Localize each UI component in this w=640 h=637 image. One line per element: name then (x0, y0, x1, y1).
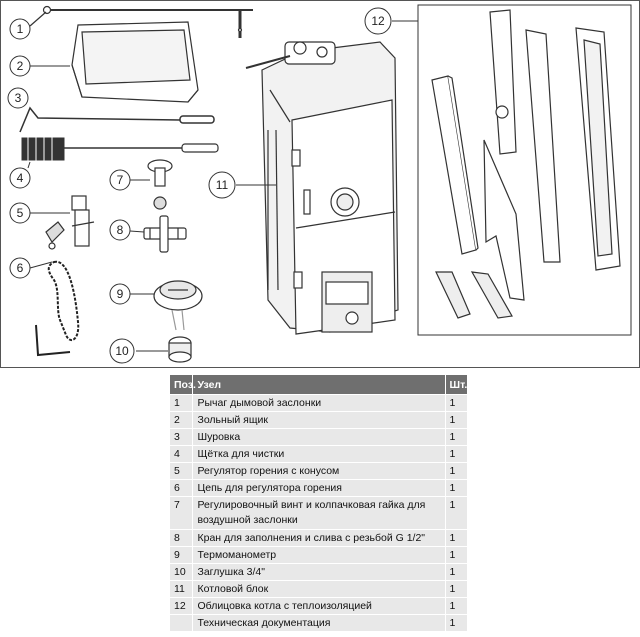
svg-text:3: 3 (15, 91, 22, 105)
cell-qty: 1 (444, 563, 469, 581)
cell-name: Цепь для регулятора горения (192, 479, 446, 497)
boiler-block-drawing (245, 41, 399, 335)
thermomanometer-drawing (153, 280, 203, 331)
callout-3: 3 (7, 87, 29, 109)
cell-name: Рычаг дымовой заслонки (192, 394, 446, 412)
header-pos: Поз. (168, 374, 196, 395)
callout-7: 7 (109, 169, 150, 191)
cleaning-brush-drawing (21, 136, 219, 162)
header-qty: Шт. (444, 374, 469, 395)
cell-name: Щётка для чистки (192, 445, 446, 463)
svg-text:1: 1 (17, 22, 24, 36)
cell-name: Котловой блок (192, 580, 446, 598)
cell-name: Зольный ящик (192, 411, 446, 429)
header-name: Узел (192, 374, 446, 395)
svg-text:6: 6 (17, 261, 24, 275)
callout-8: 8 (109, 219, 145, 241)
cell-name: Термоманометр (192, 546, 446, 564)
damper-lever-drawing (29, 5, 253, 38)
plug-drawing (168, 336, 192, 363)
svg-text:2: 2 (17, 59, 24, 73)
callout-9: 9 (109, 283, 154, 305)
svg-text:9: 9 (117, 287, 124, 301)
cell-pos: 12 (168, 597, 194, 615)
callout-2: 2 (9, 55, 70, 77)
callout-12: 12 (364, 7, 418, 35)
callout-6: 6 (9, 257, 53, 279)
cell-name: Облицовка котла с теплоизоляцией (192, 597, 446, 615)
cell-qty: 1 (444, 597, 469, 615)
cell-pos: 4 (168, 445, 194, 463)
cell-pos: 10 (168, 563, 194, 581)
cell-name: Техническая документация (192, 614, 446, 632)
regulator-chain-drawing (35, 260, 80, 357)
cell-qty: 1 (444, 580, 469, 598)
cell-qty: 1 (444, 614, 469, 632)
combustion-regulator-drawing (45, 195, 95, 250)
cell-name: Заглушка 3/4" (192, 563, 446, 581)
cell-qty: 1 (444, 411, 469, 429)
casing-panels-drawing (431, 9, 621, 319)
cell-pos: 5 (168, 462, 194, 480)
cell-name: Регулировочный винт и колпачковая гайка … (192, 496, 446, 530)
cell-qty: 1 (444, 529, 469, 547)
callout-11: 11 (208, 171, 276, 199)
poker-drawing (19, 106, 215, 133)
callout-4: 4 (9, 161, 31, 189)
callout-10: 10 (109, 338, 168, 364)
cell-pos: 9 (168, 546, 194, 564)
cell-qty: 1 (444, 428, 469, 446)
cell-qty: 1 (444, 479, 469, 497)
cell-pos: 8 (168, 529, 194, 547)
callout-5: 5 (9, 202, 70, 224)
cell-name: Шуровка (192, 428, 446, 446)
svg-text:8: 8 (117, 223, 124, 237)
svg-text:10: 10 (115, 344, 129, 358)
parts-diagram: 1 2 3 4 (0, 0, 640, 368)
svg-text:12: 12 (371, 14, 385, 28)
cell-qty: 1 (444, 462, 469, 480)
cell-pos: 1 (168, 394, 194, 412)
cell-pos: 7 (168, 496, 194, 530)
cell-qty: 1 (444, 394, 469, 412)
callout-1: 1 (9, 18, 31, 40)
cell-pos: 11 (168, 580, 194, 598)
adjusting-screw-drawing (147, 159, 173, 210)
cell-pos: 6 (168, 479, 194, 497)
cell-qty: 1 (444, 445, 469, 463)
cell-qty: 1 (444, 496, 469, 530)
cell-pos: 2 (168, 411, 194, 429)
table-header-row: Поз. Узел Шт. (168, 374, 469, 395)
cell-qty: 1 (444, 546, 469, 564)
svg-text:5: 5 (17, 206, 24, 220)
cell-name: Регулятор горения с конусом (192, 462, 446, 480)
ash-pan-drawing (71, 21, 199, 103)
fill-drain-valve-drawing (143, 215, 187, 253)
svg-text:4: 4 (17, 171, 24, 185)
svg-text:7: 7 (117, 173, 124, 187)
cell-name: Кран для заполнения и слива с резьбой G … (192, 529, 446, 547)
svg-text:11: 11 (216, 178, 229, 192)
cell-pos (168, 614, 194, 632)
cell-pos: 3 (168, 428, 194, 446)
